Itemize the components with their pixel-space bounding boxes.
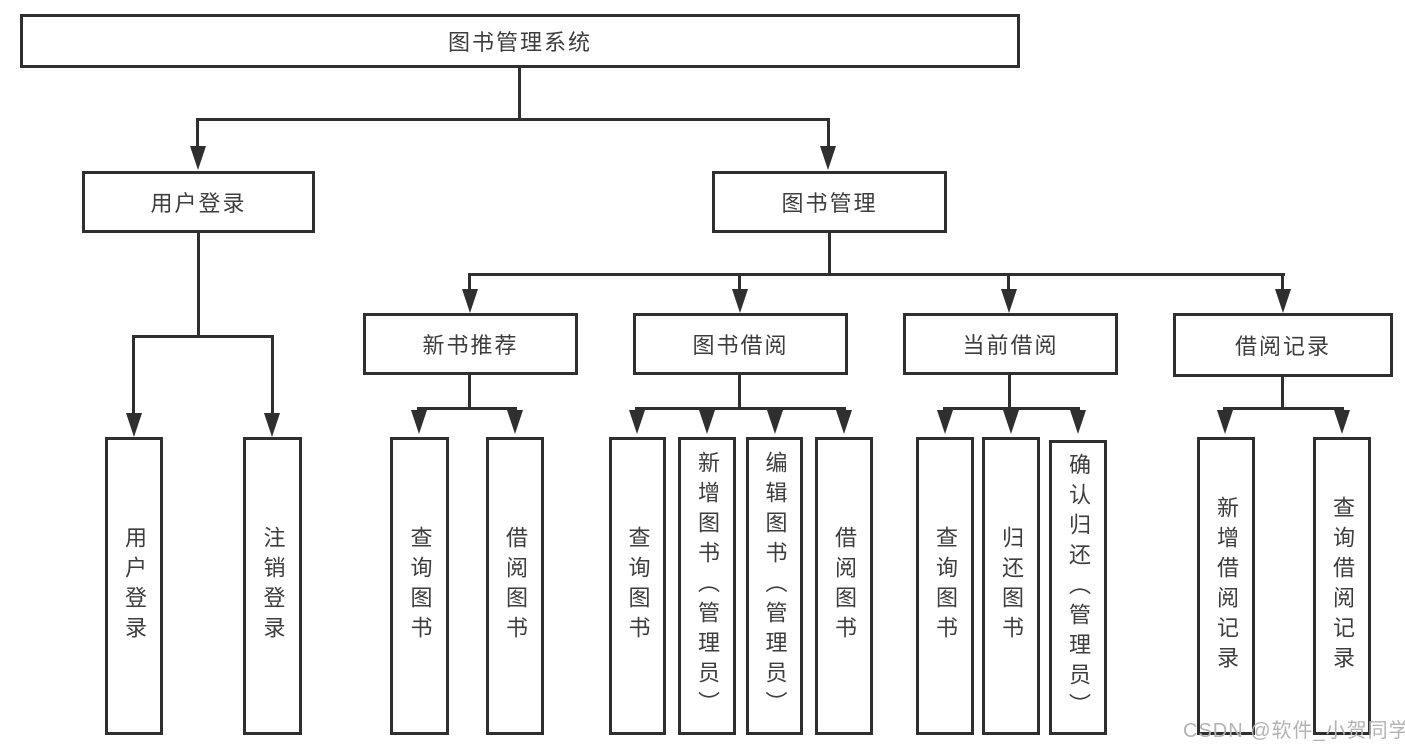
arrowhead-icon <box>411 410 427 434</box>
connector-arrow-stem <box>196 118 199 146</box>
connector-stem <box>468 375 471 407</box>
connector-hline <box>1223 407 1344 410</box>
node-new-book-recommend: 新书推荐 <box>363 313 578 375</box>
arrowhead-icon <box>836 410 852 434</box>
arrowhead-icon <box>699 410 715 434</box>
connector-arrow-stem <box>132 335 135 413</box>
connector-hline <box>943 407 1080 410</box>
connector-stem <box>738 375 741 407</box>
leaf-logout: 注销登录 <box>243 437 302 735</box>
arrowhead-icon <box>1217 410 1233 434</box>
connector-root-hline <box>196 118 830 121</box>
node-book-borrow: 图书借阅 <box>633 313 848 375</box>
node-root: 图书管理系统 <box>20 14 1020 68</box>
connector-arrow-stem <box>738 273 741 289</box>
arrowhead-icon <box>732 289 748 313</box>
arrowhead-icon <box>629 410 645 434</box>
connector-hline <box>417 407 517 410</box>
connector-stem <box>828 233 831 273</box>
connector-stem <box>197 233 200 335</box>
connector-hline <box>468 273 1285 276</box>
leaf-query-books-recommend: 查询图书 <box>390 437 449 735</box>
leaf-user-login: 用户登录 <box>105 437 163 735</box>
leaf-borrow-books-recommend: 借阅图书 <box>486 437 544 735</box>
leaf-edit-books-admin: 编辑图书（管理员） <box>746 437 803 735</box>
connector-root-stem <box>518 68 521 118</box>
leaf-query-books-borrow: 查询图书 <box>609 437 666 735</box>
arrowhead-icon <box>264 413 280 437</box>
arrowhead-icon <box>1334 410 1350 434</box>
node-current-borrow: 当前借阅 <box>903 313 1118 375</box>
arrowhead-icon <box>767 410 783 434</box>
connector-arrow-stem <box>1281 273 1284 289</box>
leaf-add-books-admin: 新增图书（管理员） <box>678 437 736 735</box>
arrowhead-icon <box>190 146 206 170</box>
leaf-query-borrow-record: 查询借阅记录 <box>1313 437 1371 735</box>
connector-stem <box>1281 377 1284 407</box>
node-user-login: 用户登录 <box>82 171 315 233</box>
connector-hline <box>132 335 274 338</box>
arrowhead-icon <box>937 410 953 434</box>
node-borrow-records: 借阅记录 <box>1173 313 1393 377</box>
connector-arrow-stem <box>468 273 471 289</box>
leaf-return-books: 归还图书 <box>982 437 1040 735</box>
connector-stem <box>1008 375 1011 407</box>
csdn-watermark: CSDN @软件_小贺同学 <box>1183 720 1405 742</box>
connector-arrow-stem <box>827 118 830 146</box>
arrowhead-icon <box>126 413 142 437</box>
arrowhead-icon <box>1070 410 1086 434</box>
leaf-query-books-current: 查询图书 <box>916 437 974 735</box>
connector-hline <box>635 407 846 410</box>
arrowhead-icon <box>1001 289 1017 313</box>
arrowhead-icon <box>462 289 478 313</box>
arrowhead-icon <box>1003 410 1019 434</box>
arrowhead-icon <box>820 146 836 170</box>
node-book-management: 图书管理 <box>712 171 947 233</box>
arrowhead-icon <box>507 410 523 434</box>
connector-arrow-stem <box>271 335 274 413</box>
arrowhead-icon <box>1275 289 1291 313</box>
leaf-borrow-books-borrow: 借阅图书 <box>815 437 873 735</box>
leaf-confirm-return-admin: 确认归还（管理员） <box>1049 440 1107 735</box>
leaf-add-borrow-record: 新增借阅记录 <box>1197 437 1255 735</box>
connector-arrow-stem <box>1007 273 1010 289</box>
